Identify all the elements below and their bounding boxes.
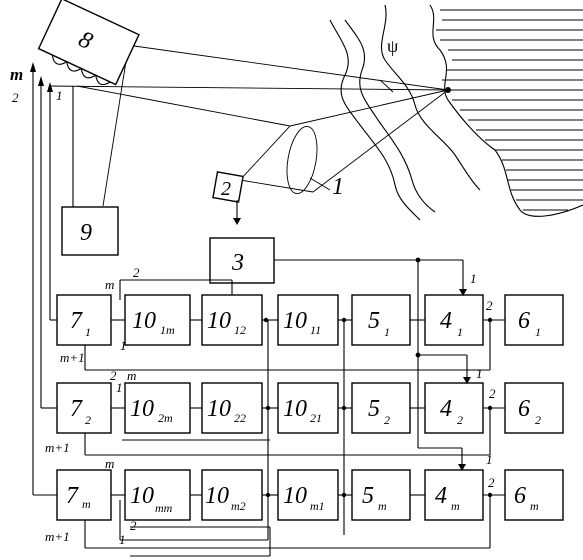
block-2: 2 (212, 171, 244, 203)
block-10-12-main: 10 (207, 308, 231, 334)
terrain-hatching (429, 4, 583, 217)
port-2-4-m: 2 (488, 475, 495, 490)
block-3-label: 3 (231, 250, 244, 276)
block-3: 3 (209, 237, 275, 284)
port-1-rowm: 1 (119, 532, 126, 547)
block-10-m2-main: 10 (205, 483, 229, 509)
target-point (445, 87, 451, 93)
block-10-2m-sub: 2m (158, 411, 173, 425)
block-7-2-sub: 2 (85, 413, 91, 427)
block-7-m-main: 7 (66, 483, 79, 509)
block-5-2-sub: 2 (384, 413, 390, 427)
block-4-1-main: 4 (440, 308, 452, 334)
row-m: 7 m 10 mm 10 m2 10 m1 5 m 4 m 6 m (56, 469, 564, 521)
block-7-2-main: 7 (70, 396, 83, 422)
block-10-12-sub: 12 (234, 323, 246, 337)
label-1-top: 1 (56, 88, 63, 103)
block-5-2-main: 5 (368, 396, 380, 422)
port-1-4-1: 1 (470, 271, 477, 286)
block-10-11-main: 10 (283, 308, 307, 334)
river-banks (329, 4, 481, 221)
block-10-22-main: 10 (207, 396, 231, 422)
port-labels: m 2 1 m+1 1 2 2 m 1 m+1 1 2 m 2 1 m+1 1 … (45, 265, 496, 547)
block-4-m-sub: m (451, 499, 460, 513)
block-9-label: 9 (80, 220, 92, 246)
label-2-top: 2 (12, 90, 19, 105)
port-2-4-1: 2 (486, 298, 493, 313)
port-2-row2: 2 (110, 368, 117, 383)
block-6-m-main: 6 (514, 483, 526, 509)
port-2-4-2: 2 (489, 386, 496, 401)
block-10-11-sub: 11 (310, 323, 321, 337)
label-m-top: m (10, 65, 23, 84)
port-mp1-rowm: m+1 (45, 529, 70, 544)
block-10-1m-sub: 1m (160, 323, 175, 337)
block-5-1-main: 5 (368, 308, 380, 334)
lens-1: 1 (286, 125, 344, 200)
port-mp1-row1: m+1 (60, 350, 85, 365)
block-4-2-sub: 2 (457, 413, 463, 427)
port-m-row2: m (127, 368, 136, 383)
lens-label: 1 (332, 174, 344, 200)
block-4-1-sub: 1 (457, 325, 463, 339)
port-1-row2: 1 (116, 380, 123, 395)
block-4-2-main: 4 (440, 396, 452, 422)
block-8: 8 (37, 0, 140, 86)
block-10-mm-sub: mm (155, 501, 173, 515)
port-1-4-m: 1 (486, 452, 493, 467)
port-m-rowm: m (105, 456, 114, 471)
port-2-row1: 2 (133, 265, 140, 280)
block-10-m2-sub: m2 (231, 499, 246, 513)
interconnects (84, 257, 491, 557)
port-1-4-2: 1 (476, 366, 483, 381)
row-2: 7 2 10 2m 10 22 10 21 5 2 4 2 6 2 (56, 382, 564, 434)
port-mp1-row2: m+1 (45, 440, 70, 455)
block-5-m-sub: m (378, 499, 387, 513)
block-9: 9 (61, 206, 119, 256)
block-5-1-sub: 1 (384, 325, 390, 339)
block-6-m-sub: m (530, 499, 539, 513)
block-7-1-main: 7 (70, 308, 83, 334)
block-10-m1-sub: m1 (310, 499, 325, 513)
block-7-1-sub: 1 (85, 325, 91, 339)
block-6-1-main: 6 (518, 308, 530, 334)
block-10-21-main: 10 (283, 396, 307, 422)
beam-lines (49, 44, 451, 207)
block-10-1m-main: 10 (132, 308, 156, 334)
block-5-m-main: 5 (362, 483, 374, 509)
block-7-m-sub: m (82, 497, 91, 511)
block-10-m1-main: 10 (283, 483, 307, 509)
left-bus (30, 62, 57, 496)
block-10-mm-main: 10 (130, 483, 154, 509)
block-6-1-sub: 1 (535, 325, 541, 339)
psi-label: ψ (387, 36, 399, 56)
block-10-22-sub: 22 (234, 411, 246, 425)
block-6-2-main: 6 (518, 396, 530, 422)
block-2-label: 2 (221, 178, 231, 200)
block-6-2-sub: 2 (535, 413, 541, 427)
block-4-m-main: 4 (435, 483, 447, 509)
port-2-rowm: 2 (130, 518, 137, 533)
row-1: 7 1 10 1m 10 12 10 11 5 1 4 1 6 1 (56, 294, 564, 346)
block-10-2m-main: 10 (130, 396, 154, 422)
block-10-21-sub: 21 (310, 411, 322, 425)
port-m-row1: m (105, 277, 114, 292)
port-1-row1: 1 (120, 338, 127, 353)
